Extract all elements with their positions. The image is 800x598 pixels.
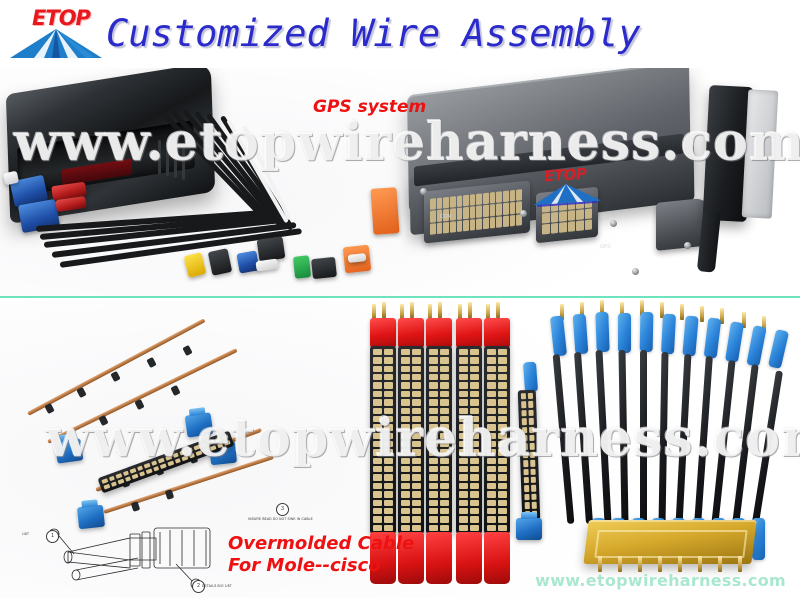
drawing-balloon-2: 2 [192, 580, 205, 593]
page-title: Customized Wire Assembly [106, 12, 641, 55]
overmolded-cable-label-line2: For Mole--cisco [228, 555, 381, 576]
etop-logo-on-ecu: ETOP [529, 165, 603, 208]
red-assembly-ribbon [484, 346, 510, 534]
etop-logo-text: ETOP [32, 6, 91, 30]
drawing-balloon-3: 3 [276, 503, 289, 516]
ecu-label-con: CON [440, 214, 452, 220]
drawing-note-left: 1/8T [22, 532, 30, 536]
red-assembly-ribbon [456, 346, 482, 534]
blue-connector [54, 438, 84, 464]
overmolded-cable-label-line1: Overmolded Cable [228, 533, 415, 554]
blue-connector [184, 412, 214, 438]
header-banner: ETOP Customized Wire Assembly [0, 0, 800, 68]
etop-logo: ETOP [8, 6, 104, 62]
section-divider [0, 296, 800, 298]
drawing-note-center: INSURE BEAD DO NOT SINK IN CABLE [248, 517, 313, 521]
red-assembly-ribbon [370, 346, 396, 534]
footer-url: www.etopwireharness.com [535, 571, 786, 590]
ecu-label-gps-b: GPS [600, 244, 611, 250]
ecu-label-gps-a: GPS [600, 214, 611, 220]
blue-connector [516, 512, 542, 540]
red-assembly-ribbon [398, 346, 424, 534]
bottom-product-panel: 1 2 3 INSURE BEAD DO NOT SINK IN CABLE D… [0, 300, 800, 598]
drawing-balloon-1: 1 [46, 530, 59, 543]
top-product-panel: CON GPS GPS ETOP www.etopwireharness.com… [0, 68, 800, 297]
cad-exploded-connector-drawing [48, 527, 211, 590]
overmolded-cable-label: Overmolded Cable For Mole--cisco [228, 533, 414, 577]
red-assembly-ribbon [426, 346, 452, 534]
gps-system-label: GPS system [313, 97, 427, 117]
etop-logo-fan-icon [10, 29, 102, 58]
drawing-note-right: DETAILS B/O 1/8T [202, 584, 232, 588]
etop-fan-on-ecu-icon [533, 184, 602, 208]
